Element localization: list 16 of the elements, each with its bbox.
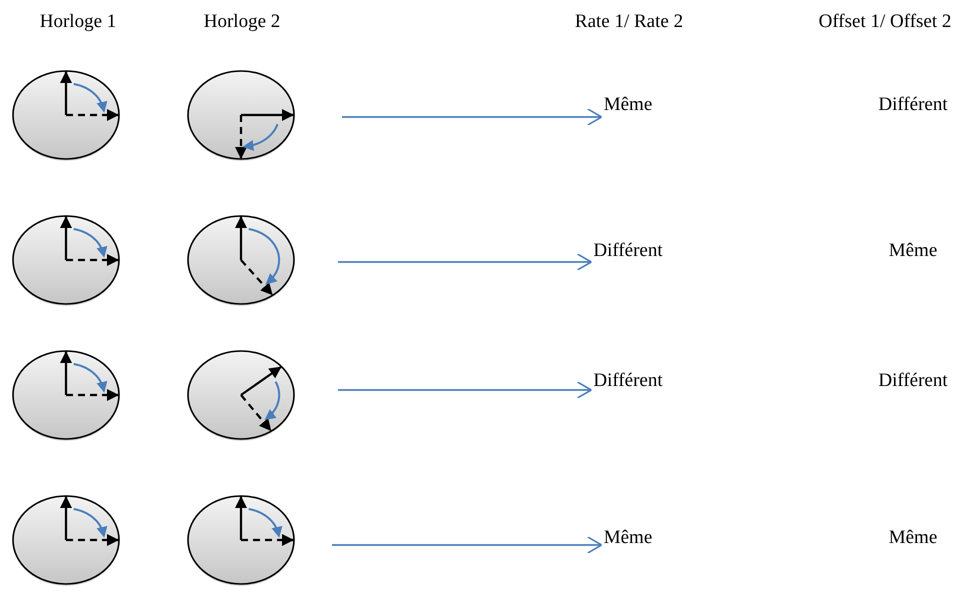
- arrow: [338, 381, 592, 399]
- result-text: Différent: [860, 367, 966, 407]
- arrow: [338, 253, 592, 271]
- column-header: Rate 1/ Rate 2: [574, 10, 684, 34]
- result-text: Différent: [860, 91, 966, 131]
- column-header: Horloge 1: [40, 10, 116, 34]
- result-text: Même: [860, 524, 966, 564]
- column-header: Horloge 2: [204, 10, 280, 34]
- result-text: Même: [860, 237, 966, 277]
- arrow: [342, 108, 603, 126]
- result-text: Même: [487, 524, 769, 564]
- result-text: Différent: [495, 367, 761, 407]
- result-text: Différent: [495, 237, 761, 277]
- column-header: Offset 1/ Offset 2: [818, 10, 952, 34]
- arrow: [332, 536, 603, 554]
- result-text: Même: [495, 91, 761, 131]
